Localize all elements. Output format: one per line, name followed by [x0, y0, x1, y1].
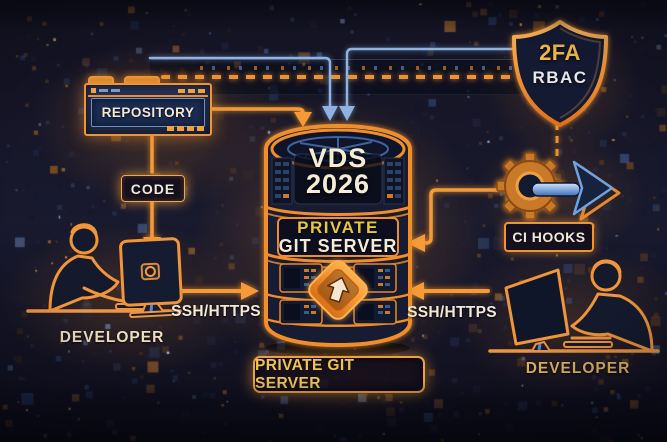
- titlebar-bar-icon: [111, 89, 120, 92]
- arrow-shield-to-server: [339, 47, 514, 121]
- shield-label-rbac: RBAC: [532, 68, 588, 87]
- repository-window: REPOSITORY: [84, 76, 212, 136]
- server-title-line1: VDS: [308, 143, 368, 173]
- ci-hooks-tag: CI HOOKS: [504, 222, 594, 252]
- titlebar-square-icon: [178, 88, 185, 93]
- developer-left-label: DEVELOPER: [59, 329, 165, 346]
- repository-buttons-row: [167, 126, 204, 131]
- code-tag: CODE: [121, 175, 185, 202]
- server-band-line1: PRIVATE: [297, 218, 379, 237]
- titlebar-square-icon: [188, 88, 195, 93]
- titlebar-square-icon: [198, 88, 205, 93]
- shield-label-2fa: 2FA: [539, 40, 581, 65]
- developer-right-figure: [488, 259, 660, 353]
- ssh-https-right-label: SSH/HTTPS: [407, 304, 497, 321]
- developer-left-figure: [26, 223, 183, 318]
- repo-square-icon: [167, 126, 174, 131]
- repository-frame: REPOSITORY: [84, 83, 212, 136]
- person-icon: [563, 259, 654, 353]
- caption-label: PRIVATE GIT SERVER: [255, 356, 355, 392]
- window-control-icon: [91, 88, 96, 93]
- repo-square-icon: [177, 126, 184, 131]
- ci-hooks-graphic: [496, 152, 621, 221]
- repository-label: REPOSITORY: [101, 105, 195, 120]
- server-band-line2: GIT SERVER: [278, 236, 398, 256]
- arrow-left-developer-to-server: [170, 282, 259, 300]
- repo-square-icon: [197, 126, 204, 131]
- repository-titlebar: [88, 86, 208, 97]
- repo-square-icon: [187, 126, 194, 131]
- titlebar-bar-icon: [99, 89, 108, 92]
- ci-hooks-label: CI HOOKS: [512, 229, 586, 245]
- developer-right-label: DEVELOPER: [525, 360, 631, 377]
- ssh-https-left-label: SSH/HTTPS: [171, 303, 261, 320]
- arrow-right-developer-to-server: [406, 282, 490, 300]
- code-label: CODE: [130, 180, 176, 197]
- repository-panel: REPOSITORY: [91, 98, 205, 127]
- arrow-cihooks-to-server: [407, 188, 501, 252]
- server-title-line2: 2026: [305, 169, 371, 199]
- monitor-icon: [504, 268, 570, 352]
- private-git-server-caption: PRIVATE GIT SERVER: [253, 356, 425, 393]
